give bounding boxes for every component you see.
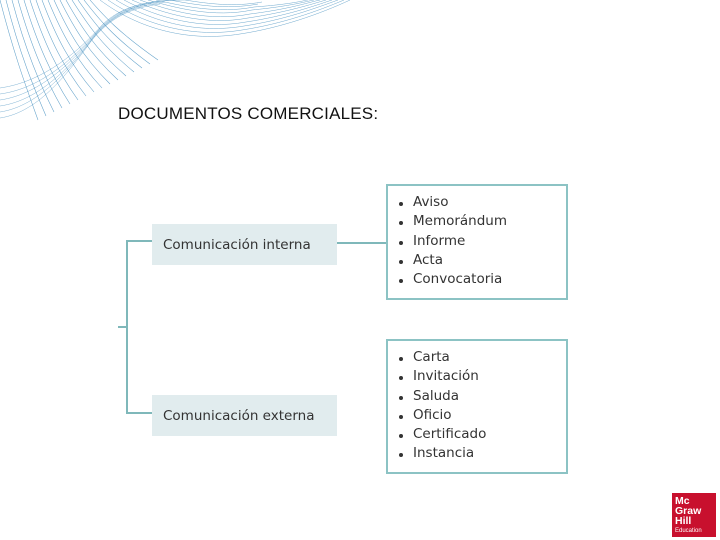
category-label: Comunicación externa	[163, 407, 315, 424]
list-item: Carta	[396, 348, 566, 367]
category-internal-communication: Comunicación interna	[152, 224, 337, 265]
mcgraw-hill-logo: Mc Graw Hill Education	[672, 493, 716, 537]
list-item: Saluda	[396, 387, 566, 406]
wave-lines-graphic	[0, 0, 351, 121]
category-label: Comunicación interna	[163, 236, 311, 253]
logo-line: Mc	[675, 495, 690, 507]
external-documents-list: Carta Invitación Saluda Oficio Certifica…	[386, 339, 568, 474]
list-item: Certificado	[396, 425, 566, 444]
connector-internal-to-list	[337, 242, 386, 244]
list-item: Informe	[396, 232, 566, 251]
connector-branch-internal	[126, 240, 152, 242]
list-item: Aviso	[396, 193, 566, 212]
slide-title: DOCUMENTOS COMERCIALES:	[118, 104, 379, 123]
connector-vertical-trunk	[126, 240, 128, 414]
list-item: Instancia	[396, 444, 566, 463]
list-item: Memorándum	[396, 212, 566, 231]
list-item: Acta	[396, 251, 566, 270]
logo-line: Education	[675, 528, 702, 534]
list-item: Oficio	[396, 406, 566, 425]
connector-root-tick	[118, 326, 127, 328]
logo-line: Hill	[675, 515, 692, 527]
list-item: Invitación	[396, 367, 566, 386]
connector-branch-external	[126, 412, 152, 414]
list-item: Convocatoria	[396, 270, 566, 289]
logo-line: Graw	[675, 505, 702, 517]
internal-documents-list: Aviso Memorándum Informe Acta Convocator…	[386, 184, 568, 300]
category-external-communication: Comunicación externa	[152, 395, 337, 436]
